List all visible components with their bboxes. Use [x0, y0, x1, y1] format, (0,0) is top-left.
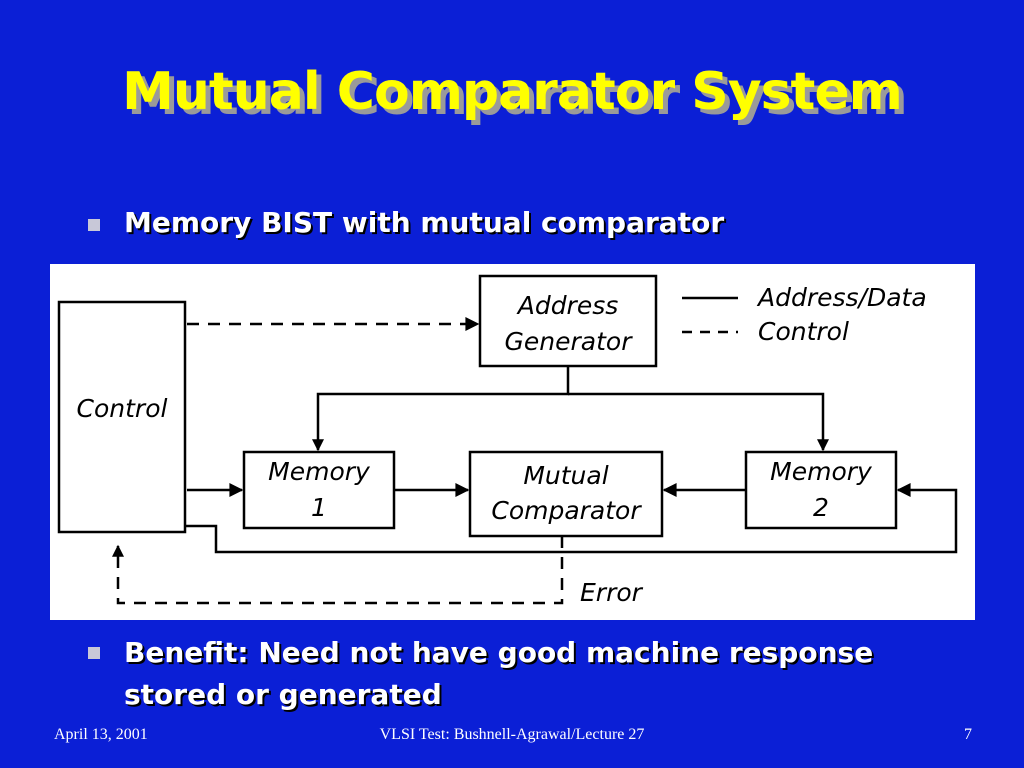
memory-2-label-line2: 2 — [813, 493, 829, 522]
error-to-control-arrow — [112, 536, 564, 605]
bullet-square-icon — [88, 647, 100, 659]
bullet-text: Memory BIST with mutual comparator — [124, 206, 725, 239]
address-generator-label-line1: Address — [516, 291, 619, 320]
footer-date: April 13, 2001 — [54, 726, 148, 743]
bullet-square-icon — [88, 219, 100, 231]
mutual-comparator-block: Mutual Comparator — [468, 450, 664, 538]
mutual-comparator-diagram: Control Address Generator Memory 1 Mutua… — [50, 264, 975, 620]
mutual-comparator-label-line2: Comparator — [491, 496, 642, 525]
address-to-memory-1-arrow — [312, 366, 570, 452]
memory-2-label-line1: Memory — [770, 457, 873, 486]
address-generator-block: Address Generator — [478, 274, 658, 368]
address-generator-label-line2: Generator — [505, 327, 634, 356]
slide-title: Mutual Comparator System — [122, 62, 903, 122]
address-to-memory-2-arrow — [568, 392, 829, 452]
legend: Address/Data Control — [682, 283, 927, 346]
control-block-label: Control — [77, 394, 168, 423]
control-block: Control — [57, 300, 187, 534]
footer-page-number: 7 — [964, 726, 972, 743]
bullet-item: Benefit: Need not have good machine resp… — [88, 632, 908, 716]
legend-solid-label: Address/Data — [756, 283, 927, 312]
bullet-item: Memory BIST with mutual comparator — [88, 206, 724, 239]
memory-1-block: Memory 1 — [242, 450, 396, 530]
legend-dashed-label: Control — [758, 317, 849, 346]
bullet-text: Benefit: Need not have good machine resp… — [124, 636, 874, 711]
footer-course: VLSI Test: Bushnell-Agrawal/Lecture 27 — [379, 726, 645, 743]
memory-2-block: Memory 2 — [744, 450, 898, 530]
memory-1-label-line1: Memory — [268, 457, 371, 486]
mutual-comparator-label-line1: Mutual — [523, 461, 608, 490]
data-feedback-to-memory-2-arrow — [185, 483, 958, 554]
error-label: Error — [580, 578, 644, 607]
memory-1-label-line2: 1 — [311, 493, 327, 522]
